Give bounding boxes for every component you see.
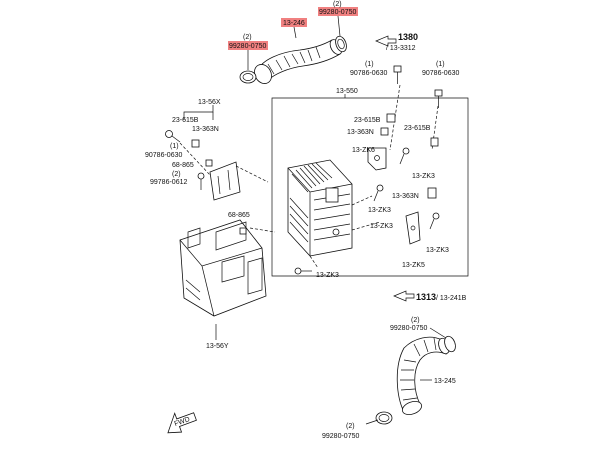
label-13-zk3-c: 13-ZK3 bbox=[426, 247, 449, 254]
label-q1-a: (1) bbox=[365, 61, 374, 68]
air-cleaner-assembly bbox=[287, 159, 353, 257]
highlight-13-246 bbox=[281, 18, 307, 27]
air-duct-13-246 bbox=[254, 39, 343, 84]
label-13-zk3-e: 13-ZK3 bbox=[316, 272, 339, 279]
label-99280-0750-top: 99280-0750 bbox=[319, 9, 356, 16]
label-ref-1313: 1313 bbox=[416, 292, 436, 302]
label-13-363n-left: 13-363N bbox=[192, 126, 219, 133]
label-99280-0750-right: 99280-0750 bbox=[390, 325, 427, 332]
label-90786-0630-a: 90786-0630 bbox=[350, 70, 387, 77]
label-ref-13-3312: / 13-3312 bbox=[386, 45, 416, 52]
label-13-zk5: 13-ZK5 bbox=[402, 262, 425, 269]
label-90786-0630-b: 90786-0630 bbox=[422, 70, 459, 77]
hose-clamp-left bbox=[239, 70, 257, 84]
label-13-zk3-a: 13-ZK3 bbox=[412, 173, 435, 180]
bolt-90786-0630-b bbox=[434, 89, 443, 108]
ref-arrow-1380 bbox=[375, 35, 397, 47]
bracket-13-zk6 bbox=[367, 147, 387, 171]
grommet-23-615b-right-upper bbox=[386, 113, 396, 123]
bolt-90786-0630-c bbox=[165, 130, 181, 143]
grommet-23-615b-right bbox=[430, 137, 439, 147]
grommet-13-363n-left bbox=[191, 139, 200, 148]
label-23-615b-right: 23-615B bbox=[404, 125, 431, 132]
ref-arrow-1313 bbox=[393, 290, 415, 302]
air-cleaner-box-outline bbox=[271, 94, 469, 277]
air-duct-13-245 bbox=[396, 336, 450, 415]
label-68-865-b: 68-865 bbox=[228, 212, 250, 219]
air-cleaner-case-13-56y bbox=[179, 219, 267, 317]
bolt-90786-0630-a bbox=[393, 65, 402, 84]
hose-clamp-top bbox=[335, 35, 347, 53]
label-99786-0612: 99786-0612 bbox=[150, 179, 187, 186]
grommet-68-865-lower bbox=[239, 227, 247, 235]
bolt-13-zk3-b bbox=[373, 184, 384, 202]
label-13-363n-right-1: 13-363N bbox=[347, 129, 374, 136]
forward-arrow-icon bbox=[167, 412, 197, 434]
bolt-13-zk3-c bbox=[429, 212, 440, 230]
bolt-13-zk3-a bbox=[399, 147, 410, 165]
bolt-99786-0612 bbox=[197, 172, 205, 190]
hose-clamp-right-upper bbox=[444, 335, 456, 353]
label-13-zk3-d: 13-ZK3 bbox=[370, 223, 393, 230]
label-q1-b: (1) bbox=[436, 61, 445, 68]
bolt-13-zk3-e bbox=[294, 267, 312, 275]
label-68-865-a: 68-865 bbox=[172, 162, 194, 169]
label-q2-e: (2) bbox=[411, 317, 420, 324]
label-13-zk6: 13-ZK6 bbox=[352, 147, 375, 154]
label-13-56x: 13-56X bbox=[198, 99, 221, 106]
label-ref-1380: 1380 bbox=[398, 32, 418, 42]
highlight-99280-0750-left bbox=[228, 41, 268, 50]
label-23-615b-left: 23-615B bbox=[172, 117, 199, 124]
label-13-56y: 13-56Y bbox=[206, 343, 229, 350]
label-13-zk3-b: 13-ZK3 bbox=[368, 207, 391, 214]
grommet-13-363n-right-lower bbox=[427, 187, 437, 199]
label-q2-f: (2) bbox=[346, 423, 355, 430]
label-23-615b-right-upper: 23-615B bbox=[354, 117, 381, 124]
label-ref-13-241b: / 13-241B bbox=[436, 295, 467, 302]
grommet-13-363n-right bbox=[380, 127, 389, 136]
hose-clamp-bottom bbox=[375, 411, 393, 425]
label-q2-left: (2) bbox=[243, 34, 252, 41]
label-13-550: 13-550 bbox=[336, 88, 358, 95]
label-13-245: 13-245 bbox=[434, 378, 456, 385]
label-q1-c: (1) bbox=[170, 143, 179, 150]
label-99280-0750-left: 99280-0750 bbox=[229, 43, 266, 50]
label-90786-0630-c: 90786-0630 bbox=[145, 152, 182, 159]
label-13-363n-right-2: 13-363N bbox=[392, 193, 419, 200]
label-13-246: 13-246 bbox=[283, 20, 305, 27]
highlight-99280-0750-top bbox=[318, 7, 358, 16]
label-q2-d: (2) bbox=[172, 171, 181, 178]
grommet-68-865-upper bbox=[205, 159, 213, 167]
label-99280-0750-bottom: 99280-0750 bbox=[322, 433, 359, 440]
label-q2-top: (2) bbox=[333, 1, 342, 8]
bracket-left bbox=[209, 161, 241, 201]
bracket-13-zk5 bbox=[405, 211, 421, 245]
